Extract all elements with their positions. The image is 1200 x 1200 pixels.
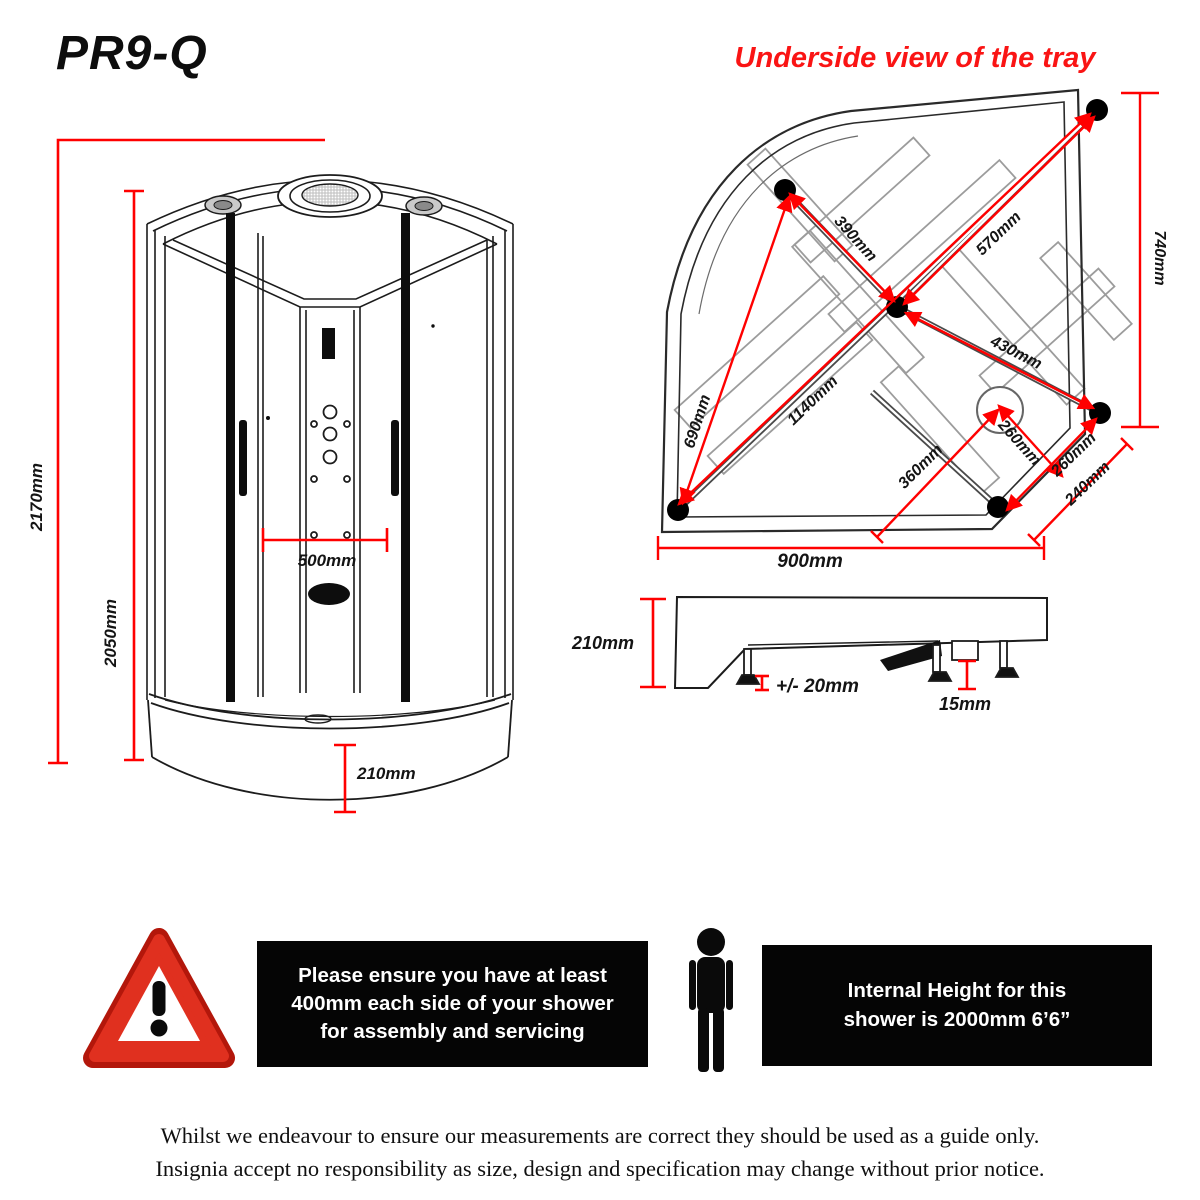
cabin-dimension-labels: 2170mm 2050mm 500mm 210mm (28, 463, 416, 783)
notice-text-internal-height: Internal Height for this shower is 2000m… (843, 979, 1071, 1031)
tray-dimension-labels: 390mm 570mm 740mm 430mm 1140mm 690mm 360… (681, 208, 1168, 572)
steam-outlet (308, 583, 350, 605)
dim-label-210-cabin: 210mm (356, 764, 416, 783)
dim-label-15: 15mm (939, 694, 991, 714)
cabin-outline (146, 179, 514, 700)
dim-label-2050: 2050mm (101, 599, 120, 668)
dim-label-740: 740mm (1151, 230, 1168, 285)
person-icon (689, 928, 733, 1072)
tray-underside-view: 390mm 570mm 740mm 430mm 1140mm 690mm 360… (656, 88, 1168, 572)
ceiling-speaker-left (204, 195, 242, 215)
door-handle-right (391, 420, 399, 496)
ceiling-speaker-right (405, 196, 443, 216)
dim-label-plus-minus-20: +/- 20mm (776, 676, 859, 697)
dim-label-900: 900mm (777, 551, 843, 572)
body-jets (310, 404, 351, 539)
notice-box-clearance: Please ensure you have at least 400mm ea… (257, 941, 648, 1067)
warning-triangle-icon (83, 928, 235, 1068)
profile-dimension-labels: 210mm +/- 20mm 15mm (571, 633, 991, 714)
profile-dimension-lines (640, 597, 976, 692)
dim-label-360: 360mm (895, 441, 946, 492)
page-title: PR9-Q (56, 27, 208, 80)
control-panel (322, 328, 335, 359)
profile-outline (673, 595, 1048, 689)
cabin-tray-base (147, 693, 513, 801)
cabin-front-view: 2170mm 2050mm 500mm 210mm (28, 138, 514, 814)
tray-view-heading: Underside view of the tray (734, 42, 1096, 74)
adjustable-feet (735, 640, 1020, 685)
ceiling-dome-light (277, 174, 383, 218)
disclaimer-line-1: Whilst we endeavour to ensure our measur… (160, 1123, 1040, 1148)
tray-dimension-lines (656, 91, 1159, 560)
disclaimer-line-2: Insignia accept no responsibility as siz… (155, 1155, 1045, 1181)
tray-side-profile: 210mm +/- 20mm 15mm (571, 595, 1048, 714)
dim-label-500: 500mm (298, 551, 357, 570)
cabin-door-strips (226, 213, 435, 702)
waste-pipe (880, 640, 942, 671)
notice-box-internal-height: Internal Height for this shower is 2000m… (762, 945, 1152, 1066)
dim-label-210-profile: 210mm (571, 633, 634, 653)
cabin-dimension-lines (48, 138, 389, 814)
dim-label-2170: 2170mm (28, 463, 46, 532)
notice-text-clearance: Please ensure you have at least 400mm ea… (291, 963, 614, 1044)
door-handle-left (239, 420, 247, 496)
disclaimer: Whilst we endeavour to ensure our measur… (0, 1120, 1200, 1185)
